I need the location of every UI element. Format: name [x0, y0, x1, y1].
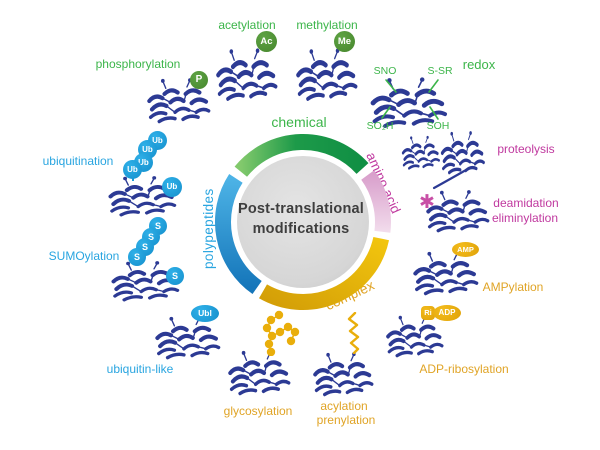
- ring-segment-polypeptides: [215, 174, 262, 295]
- protein-acylation: [312, 351, 375, 398]
- ub-single: Ub: [162, 177, 182, 197]
- protein-ampylation: [412, 250, 480, 297]
- category-ring: [215, 134, 391, 310]
- sumo-single: S: [166, 267, 184, 285]
- label-eliminylation: eliminylation: [491, 211, 559, 225]
- protein-glycosylation: [227, 349, 292, 397]
- redox-tag-so2h: SO₂H: [366, 120, 394, 132]
- redox-tag-sno: SNO: [373, 65, 397, 77]
- label-adp-ribosylation: ADP-ribosylation: [419, 362, 509, 376]
- label-prenylation: prenylation: [316, 413, 376, 427]
- ub-chain-4: Ub: [123, 160, 142, 179]
- ri-badge: Ri: [421, 306, 435, 320]
- deamidation-marker: ✱: [419, 192, 435, 213]
- ring-segment-complex: [259, 236, 390, 310]
- methyl-badge: Me: [334, 31, 355, 52]
- ring-segment-amino-acid: [361, 170, 391, 233]
- label-acetylation: acetylation: [218, 18, 276, 32]
- ubl-badge: Ubl: [191, 305, 219, 322]
- proteolysis-cleaved-tail: [432, 168, 468, 190]
- glycan-chain: [262, 310, 300, 356]
- center-disc: [237, 156, 369, 288]
- label-phosphorylation: phosphorylation: [95, 57, 181, 71]
- redox-tag-soh: SOH: [426, 120, 450, 132]
- protein-acetylation: [215, 47, 279, 103]
- label-acylation: acylation: [320, 399, 368, 413]
- label-deamidation: deamidation: [493, 196, 559, 210]
- redox-tag-ssr: S-SR: [427, 65, 453, 77]
- label-methylation: methylation: [296, 18, 358, 32]
- label-redox: redox: [462, 57, 496, 72]
- label-ubiquitin-like: ubiquitin-like: [106, 362, 174, 376]
- label-proteolysis: proteolysis: [497, 142, 555, 156]
- title-line2: modifications: [252, 221, 350, 237]
- protein-methylation: [295, 47, 359, 103]
- acetyl-badge: Ac: [256, 31, 277, 52]
- ring-label-chemical: chemical: [271, 114, 327, 130]
- label-glycosylation: glycosylation: [223, 404, 293, 418]
- label-ampylation: AMPylation: [482, 280, 544, 294]
- redox-connector-lines: [381, 79, 439, 120]
- label-ubiquitination: ubiquitination: [42, 154, 114, 168]
- prenyl-lipid-zigzag: [347, 312, 360, 354]
- phospho-badge: P: [190, 71, 208, 89]
- ring-segment-chemical: [234, 134, 369, 177]
- sumo-chain-4: S: [128, 248, 146, 266]
- label-sumoylation: SUMOylation: [48, 249, 120, 263]
- amp-badge: AMP: [452, 242, 479, 257]
- title-line1: Post-translational: [237, 201, 365, 217]
- diagram-title: Post-translational modifications: [221, 199, 381, 239]
- adp-badge: ADP: [433, 305, 461, 321]
